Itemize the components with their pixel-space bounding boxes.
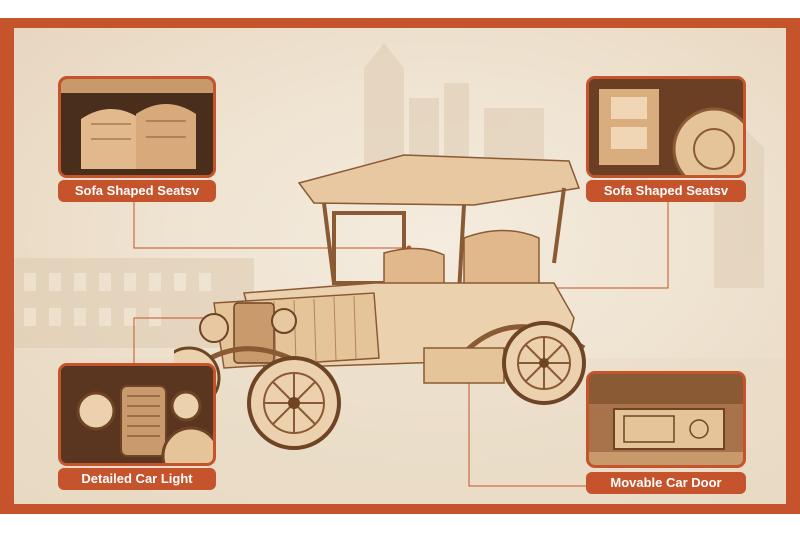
callout-label: Sofa Shaped Seatsv [586, 180, 746, 202]
seat-detail-closeup-photo [586, 76, 746, 178]
callout-label: Movable Car Door [586, 472, 746, 494]
front-wheel [247, 356, 341, 450]
orange-frame: Sofa Shaped Seatsv Sofa Shaped Seatsv [0, 18, 800, 514]
wooden-vintage-car-model [174, 154, 586, 450]
car-light-closeup-photo [58, 363, 216, 466]
car-door-closeup-photo [586, 371, 746, 468]
product-panel: Sofa Shaped Seatsv Sofa Shaped Seatsv [14, 28, 786, 504]
rear-wheel [502, 321, 586, 405]
seats-closeup-photo [58, 76, 216, 178]
callout-label: Detailed Car Light [58, 468, 216, 490]
callout-label: Sofa Shaped Seatsv [58, 180, 216, 202]
